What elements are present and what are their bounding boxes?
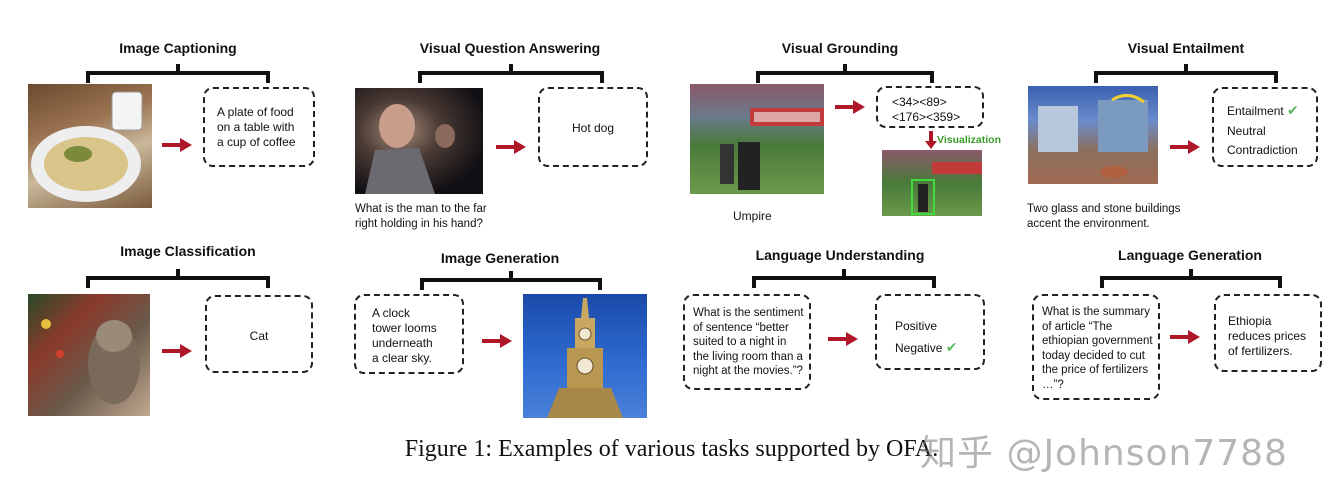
right-arrow-icon	[1170, 330, 1200, 344]
vqa-bracket	[418, 64, 604, 83]
entailment-premise: Two glass and stone buildings accent the…	[1027, 203, 1181, 230]
captioning-bracket	[86, 64, 270, 83]
grounding-title: Visual Grounding	[781, 40, 899, 56]
check-icon: ✔	[945, 339, 958, 355]
langgen-bracket	[1100, 269, 1282, 288]
vqa-title: Visual Question Answering	[419, 40, 601, 56]
understanding-option: Positive	[895, 319, 938, 333]
grounding-visualization-image	[882, 150, 982, 216]
right-arrow-icon	[496, 140, 526, 154]
check-icon: ✔	[1287, 102, 1299, 118]
understanding-options-box: Positive Negative ✔	[875, 294, 985, 370]
figure-caption: Figure 1: Examples of various tasks supp…	[404, 436, 939, 462]
generation-bracket	[420, 271, 602, 290]
watermark: 知乎 @Johnson7788	[920, 433, 1288, 474]
langgen-output-box: Ethiopia reduces prices of fertilizers.	[1214, 294, 1322, 372]
langgen-output-text: Ethiopia reduces prices of fertilizers.	[1228, 314, 1307, 358]
right-arrow-icon	[482, 334, 512, 348]
vqa-question: What is the man to the far right holding…	[355, 203, 487, 230]
langgen-title: Language Generation	[1118, 247, 1262, 263]
visualization-label: Visualization	[937, 134, 1001, 146]
entailment-image	[1028, 86, 1158, 184]
right-arrow-icon	[162, 344, 192, 358]
captioning-output-box: A plate of food on a table with a cup of…	[203, 87, 315, 167]
grounding-output-box: <34><89> <176><359>	[876, 86, 984, 128]
classification-image	[28, 294, 150, 416]
classification-output-box: Cat	[205, 295, 313, 373]
generation-title: Image Generation	[440, 250, 560, 266]
understanding-input-box: What is the sentiment of sentence “bette…	[683, 294, 811, 390]
understanding-bracket	[752, 269, 936, 288]
grounding-image	[690, 84, 824, 194]
generation-input-text: A clock tower looms underneath a clear s…	[372, 306, 437, 365]
right-arrow-icon	[828, 332, 858, 346]
entailment-title: Visual Entailment	[1127, 40, 1245, 56]
generation-input-box: A clock tower looms underneath a clear s…	[354, 294, 464, 374]
entailment-bracket	[1094, 64, 1278, 83]
understanding-option: Negative ✔	[895, 339, 958, 355]
classification-output-text: Cat	[249, 329, 269, 343]
right-arrow-icon	[162, 138, 192, 152]
entailment-options-box: Entailment ✔ Neutral Contradiction	[1212, 87, 1318, 167]
grounding-output-text: <34><89> <176><359>	[892, 95, 961, 124]
classification-title: Image Classification	[120, 243, 256, 259]
langgen-input-text: What is the summary of article “The ethi…	[1042, 306, 1153, 391]
generation-output-image	[523, 294, 647, 418]
classification-bracket	[86, 269, 270, 288]
right-arrow-icon	[1170, 140, 1200, 154]
right-arrow-icon	[835, 100, 865, 114]
grounding-query: Umpire	[733, 209, 772, 223]
vqa-output-text: Hot dog	[571, 121, 615, 135]
grounding-bracket	[756, 64, 934, 83]
entailment-option: Neutral	[1227, 123, 1266, 138]
understanding-title: Language Understanding	[755, 247, 925, 263]
captioning-title: Image Captioning	[119, 40, 237, 56]
langgen-input-box: What is the summary of article “The ethi…	[1032, 294, 1160, 400]
entailment-option: Contradiction	[1227, 143, 1298, 157]
captioning-image	[28, 84, 152, 208]
down-arrow-icon	[925, 131, 937, 149]
understanding-input-text: What is the sentiment of sentence “bette…	[693, 307, 804, 377]
entailment-option: Entailment ✔	[1227, 102, 1299, 118]
vqa-output-box: Hot dog	[538, 87, 648, 167]
captioning-output-text: A plate of food on a table with a cup of…	[217, 105, 296, 149]
vqa-image	[355, 88, 483, 194]
